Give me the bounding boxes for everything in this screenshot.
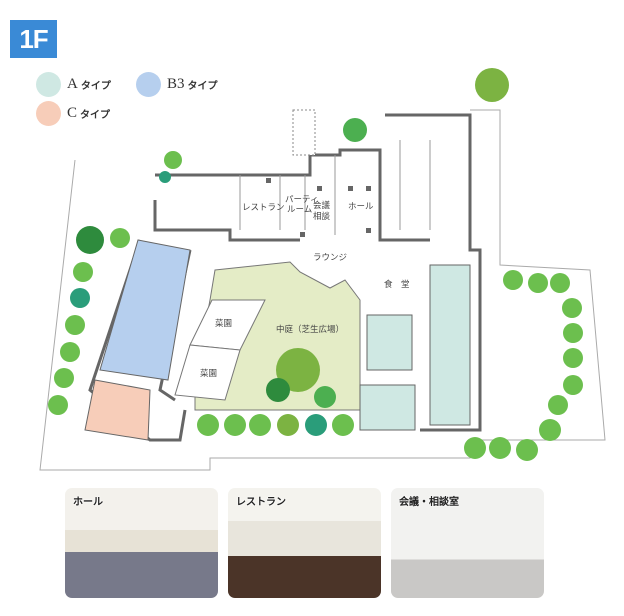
- building-walls: [88, 113, 482, 442]
- label-restaurant: レストラン: [242, 203, 285, 213]
- label-party-room-1: パーティ: [285, 195, 319, 205]
- b3-type-units[interactable]: [99, 239, 191, 381]
- label-hall: ホール: [348, 202, 374, 212]
- legend-a-suffix: タイプ: [80, 81, 111, 92]
- label-dining: 食 堂: [384, 279, 410, 290]
- garden-plot-2: [174, 344, 241, 401]
- floor-plan: レストラン パーティ ルーム 会議 相談 ホール ラウンジ 食 堂 菜園 菜園 …: [39, 68, 606, 471]
- legend-b3: B3 タイプ: [136, 72, 218, 97]
- photo-restaurant[interactable]: レストラン: [228, 488, 381, 598]
- pillars: [266, 178, 371, 237]
- stair-block: [292, 109, 316, 156]
- label-party-room-2: ルーム: [287, 205, 312, 215]
- c-type-units[interactable]: [84, 379, 151, 441]
- legend-b3-suffix: タイプ: [187, 81, 218, 92]
- legend-c-swatch: [36, 101, 61, 126]
- legend-c-suffix: タイプ: [80, 110, 111, 121]
- legend-c: C タイプ: [36, 101, 110, 126]
- legend-a: A タイプ: [36, 72, 111, 97]
- photo-hall-caption: ホール: [73, 497, 103, 508]
- label-lounge: ラウンジ: [313, 253, 347, 263]
- label-meeting-1: 会議: [313, 200, 331, 211]
- label-garden-1: 菜園: [215, 318, 232, 329]
- photo-meeting-room[interactable]: 会議・相談室: [391, 488, 544, 598]
- interior-walls: [239, 140, 431, 235]
- floor-badge: 1F: [10, 20, 57, 58]
- label-courtyard: 中庭（芝生広場）: [276, 324, 344, 335]
- photo-meeting-room-caption: 会議・相談室: [399, 497, 459, 508]
- legend-a-letter: A: [67, 76, 78, 92]
- a-type-units[interactable]: [359, 264, 471, 431]
- label-garden-2: 菜園: [200, 368, 217, 379]
- photo-hall[interactable]: ホール: [65, 488, 218, 598]
- legend-b3-swatch: [136, 72, 161, 97]
- legend-a-swatch: [36, 72, 61, 97]
- label-meeting-2: 相談: [313, 211, 331, 222]
- photo-restaurant-caption: レストラン: [236, 497, 286, 508]
- trees: [48, 68, 583, 461]
- legend-c-letter: C: [67, 105, 78, 121]
- legend-b3-letter: B3: [167, 76, 185, 92]
